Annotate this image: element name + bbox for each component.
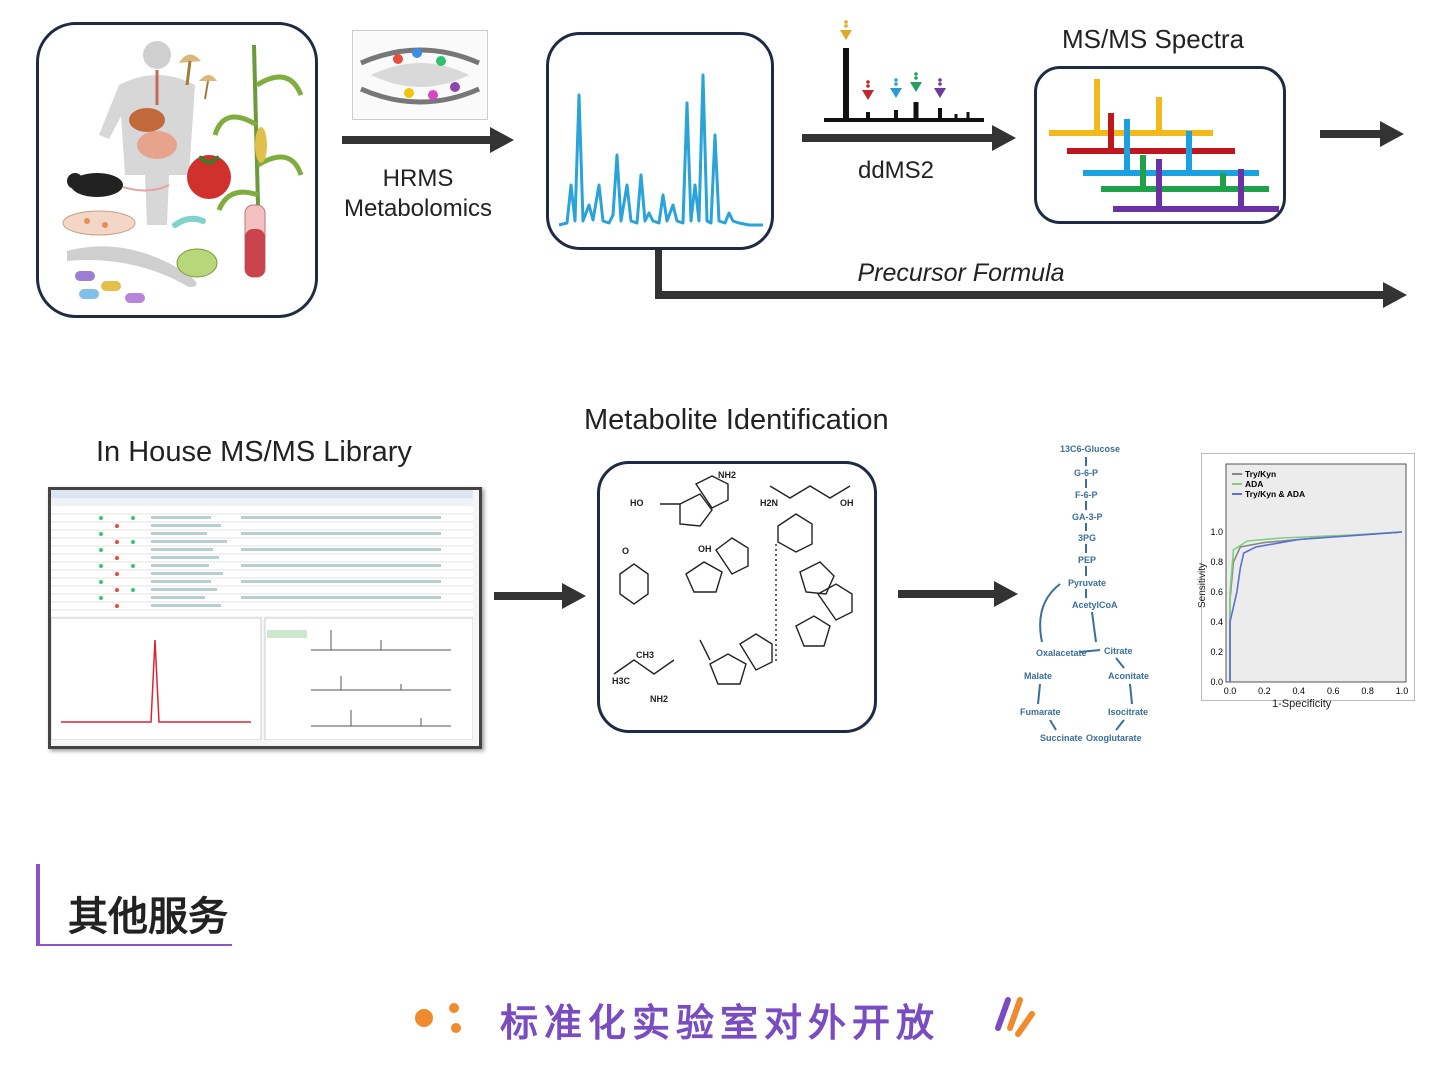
roc-ytick: 1.0 — [1210, 527, 1223, 537]
roc-xtick: 0.4 — [1293, 686, 1306, 696]
roc-chart-frame: 0.0 0.2 0.4 0.6 0.8 1.0 0.0 0.2 0.4 0.6 0.8 1.0 Try… — [1197, 453, 1415, 710]
roc-ytick: 0.2 — [1210, 647, 1223, 657]
roc-xtick: 0.2 — [1258, 686, 1271, 696]
molecule-label-3: OH — [698, 544, 712, 554]
roc-ytick: 0.8 — [1210, 557, 1223, 567]
section-heading-text: 其他服务 — [68, 894, 228, 940]
pathway-node-pyruvate: Pyruvate — [1068, 578, 1107, 588]
section-heading: 其他服务 — [36, 864, 232, 946]
roc-legend-label: Try/Kyn — [1245, 469, 1276, 479]
roc-ytick: 0.6 — [1210, 587, 1223, 597]
ddms2-label: ddMS2 — [857, 157, 935, 184]
precursor-formula-arrow — [655, 282, 1407, 308]
pills-icon — [75, 271, 145, 303]
roc-ytick: 0.4 — [1210, 617, 1223, 627]
roc-ytick: 0.0 — [1210, 677, 1223, 687]
bacteria-icon — [172, 215, 206, 228]
chromatogram-trace — [558, 73, 763, 227]
hrms-label-line2: Metabolomics — [343, 195, 493, 222]
flow-arrow-5 — [898, 581, 1018, 607]
roc-xtick: 1.0 — [1396, 686, 1409, 696]
petri-dish-icon — [62, 210, 136, 236]
banner-slashes-icon — [995, 997, 1035, 1037]
library-software-screenshot — [48, 487, 482, 749]
roc-xtick: 0.6 — [1327, 686, 1340, 696]
roc-chart: 0.0 0.2 0.4 0.6 0.8 1.0 0.0 0.2 0.4 0.6 0.8 1.0 Try… — [1210, 463, 1409, 696]
pathway-node-citrate: Citrate — [1104, 646, 1133, 656]
roc-curve-combined — [1229, 531, 1403, 682]
roc-legend-label: Try/Kyn & ADA — [1245, 489, 1305, 499]
precursor-connector-vertical — [655, 250, 662, 298]
molecule-label-1: NH2 — [718, 470, 737, 480]
pathway-node-acetylcoa: AcetylCoA — [1072, 600, 1118, 610]
fungi-icon — [179, 54, 217, 100]
pathway-node-g6p: G-6-P — [1074, 468, 1099, 478]
pathway-node-succinate: Succinate — [1040, 733, 1083, 743]
precursor-formula-label: Precursor Formula — [857, 259, 1065, 287]
pathway-node-glucose: 13C6-Glucose — [1060, 444, 1121, 454]
msms-spectra-stack — [1049, 79, 1279, 212]
flow-arrow-2 — [802, 125, 1016, 151]
pathway-node-fumarate: Fumarate — [1020, 707, 1061, 717]
pathway-node-malate: Malate — [1024, 671, 1053, 681]
tomato-icon — [187, 155, 231, 199]
roc-legend-label: ADA — [1245, 479, 1263, 489]
ddms2-spectrum — [824, 20, 984, 122]
molecule-label-7: CH3 — [636, 650, 655, 660]
pathway-node-ga3p: GA-3-P — [1072, 512, 1103, 522]
roc-ylabel: Sensitivity — [1197, 562, 1209, 609]
sample-sources-panel — [36, 22, 318, 318]
molecule-label-2: OH — [840, 498, 854, 508]
banner-dots-icon — [415, 1003, 461, 1033]
chromatogram-panel — [546, 32, 774, 250]
pathway-node-pep: PEP — [1078, 555, 1097, 565]
human-body-icon — [99, 41, 195, 225]
roc-xtick: 0.8 — [1361, 686, 1374, 696]
pathway-node-f6p: F-6-P — [1075, 490, 1098, 500]
pathway-node-isocitrate: Isocitrate — [1108, 707, 1149, 717]
flow-arrow-1 — [342, 127, 514, 153]
worm-icon — [67, 246, 197, 287]
metabolite-identification-title: Metabolite Identification — [584, 404, 889, 436]
cell-icon — [176, 248, 218, 278]
test-tube-icon — [244, 204, 266, 278]
flow-arrow-4 — [494, 583, 586, 609]
flow-arrow-3 — [1320, 121, 1404, 147]
library-peak — [61, 639, 251, 723]
pathway-node-oxoglutarate: Oxoglutarate — [1086, 733, 1142, 743]
molecule-label-5: H2N — [760, 498, 779, 508]
roc-xlabel: 1-Specificity — [1272, 698, 1332, 710]
pathway-arrows — [1037, 457, 1133, 731]
hrms-label: HRMS Metabolomics — [338, 164, 498, 224]
banner-text: 标准化实验室对外开放 — [500, 1001, 941, 1045]
molecule-label-9: NH2 — [650, 694, 669, 704]
molecule-label-8: H3C — [612, 676, 631, 686]
molecule-label-4: HO — [630, 498, 644, 508]
library-title: In House MS/MS Library — [96, 436, 412, 468]
msms-spectra-title: MS/MS Spectra — [1062, 24, 1245, 54]
hrms-label-line1: HRMS — [382, 165, 454, 192]
metabolite-structures-panel: NH2 OH OH HO H2N O CH3 H3C NH2 — [597, 461, 877, 733]
pathway-node-oxalacetate: Oxalacetate — [1036, 648, 1087, 658]
mouse-icon — [67, 173, 170, 197]
roc-xtick: 0.0 — [1224, 686, 1237, 696]
metabolic-pathway: 13C6-Glucose G-6-P F-6-P GA-3-P 3PG PEP … — [1020, 444, 1180, 748]
ms-trap-thumbnail — [352, 30, 488, 120]
molecule-label-6: O — [622, 546, 630, 556]
sample-sources-illustration — [62, 41, 304, 303]
chemical-structures — [613, 475, 853, 685]
msms-spectra-panel — [1034, 66, 1286, 224]
pathway-node-3pg: 3PG — [1078, 533, 1097, 543]
pathway-node-aconitate: Aconitate — [1108, 671, 1150, 681]
